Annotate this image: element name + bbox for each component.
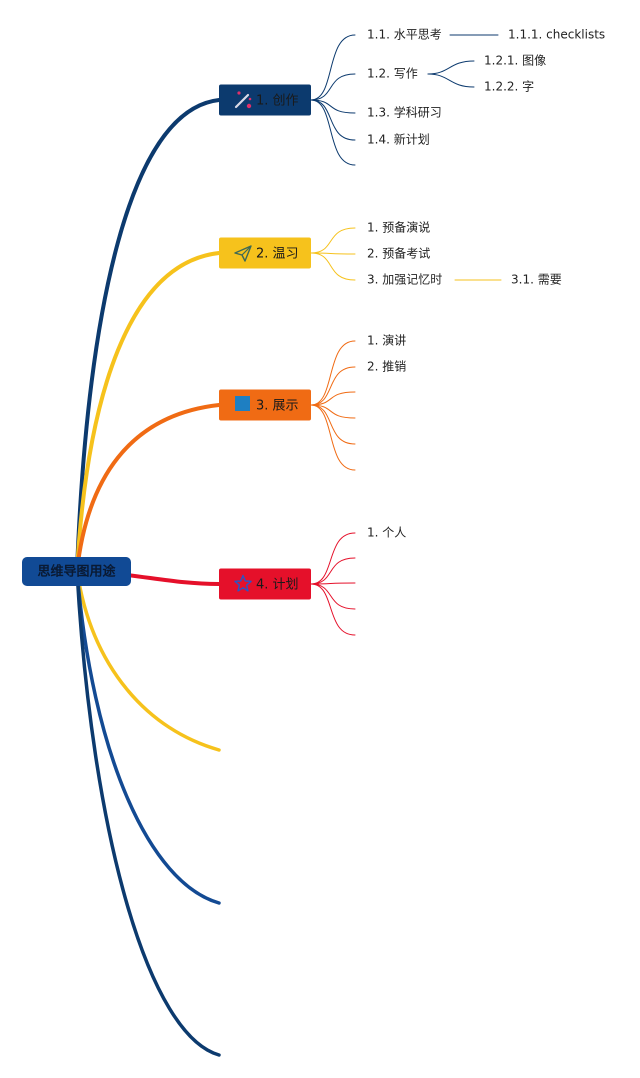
branch-to-child-edge [310,366,356,406]
branch-to-child-edge [310,404,356,419]
child-label: 2. 推销 [367,360,406,374]
branch-to-child-edge [310,582,356,585]
branch-to-child-edge [310,99,356,141]
branch-to-child-edge [310,227,356,254]
grandchild-label: 1.2.1. 图像 [484,54,546,68]
branch-to-child-edge [310,99,356,166]
grandchild-label: 3.1. 需要 [511,273,562,287]
child-label: 1.1. 水平思考 [367,28,442,42]
branch-node[interactable]: 1. 创作 [219,84,311,116]
branch-to-child-edge [310,557,356,585]
root-to-branch-edge [75,98,221,573]
child-label: 1.2. 写作 [367,67,418,81]
branch-node[interactable]: 3. 展示 [219,389,311,421]
child-label: 1.3. 学科研习 [367,105,442,120]
grandchild-label: 1.2.2. 字 [484,79,534,94]
extra-branch-edge [75,569,221,1057]
wand-icon [234,91,252,109]
branch-to-child-edge [310,252,356,255]
star-icon [234,574,252,592]
branch-node[interactable]: 4. 计划 [219,568,311,600]
branch-to-child-edge [310,532,356,585]
root-to-branch-edge [75,251,221,573]
extra-branch-edge [75,569,221,752]
branch-label: 4. 计划 [256,578,299,593]
child-label: 1. 预备演说 [367,220,430,235]
edges-layer [75,34,502,1057]
branch-to-child-edge [310,391,356,406]
child-label: 1. 个人 [367,526,406,540]
branch-to-child-edge [310,99,356,114]
branch-to-child-edge [310,340,356,406]
child-label: 1.4. 新计划 [367,132,430,147]
branch-label: 3. 展示 [256,399,299,414]
nodes-layer: 1.1. 水平思考 1.1.1. checklists 1.2. 写作 1.2.1. … [22,28,605,600]
grandchild-label: 1.1.1. checklists [508,28,605,42]
branch-box [219,237,311,269]
child-to-grandchild-edge [427,60,475,75]
root-node[interactable]: 思维导图用途 [22,557,131,586]
root-to-branch-edge [75,403,221,573]
root-box [22,557,131,586]
branch-to-child-edge [310,73,356,101]
root-label: 思维导图用途 [37,564,116,580]
child-label: 1. 演讲 [367,333,406,348]
branch-to-child-edge [310,583,356,610]
child-to-grandchild-edge [427,73,475,88]
square-icon [235,396,250,411]
branch-to-child-edge [310,404,356,445]
paper-plane-icon [234,245,252,262]
branch-label: 1. 创作 [256,94,299,109]
branch-label: 2. 温习 [256,247,299,262]
child-label: 2. 预备考试 [367,246,430,261]
branch-box [219,84,311,116]
extra-branch-edge [75,569,221,905]
branch-to-child-edge [310,34,356,101]
branch-to-child-edge [310,583,356,636]
branch-to-child-edge [310,404,356,471]
child-label: 3. 加强记忆时 [367,273,442,287]
branch-node[interactable]: 2. 温习 [219,237,311,269]
branch-to-child-edge [310,252,356,281]
